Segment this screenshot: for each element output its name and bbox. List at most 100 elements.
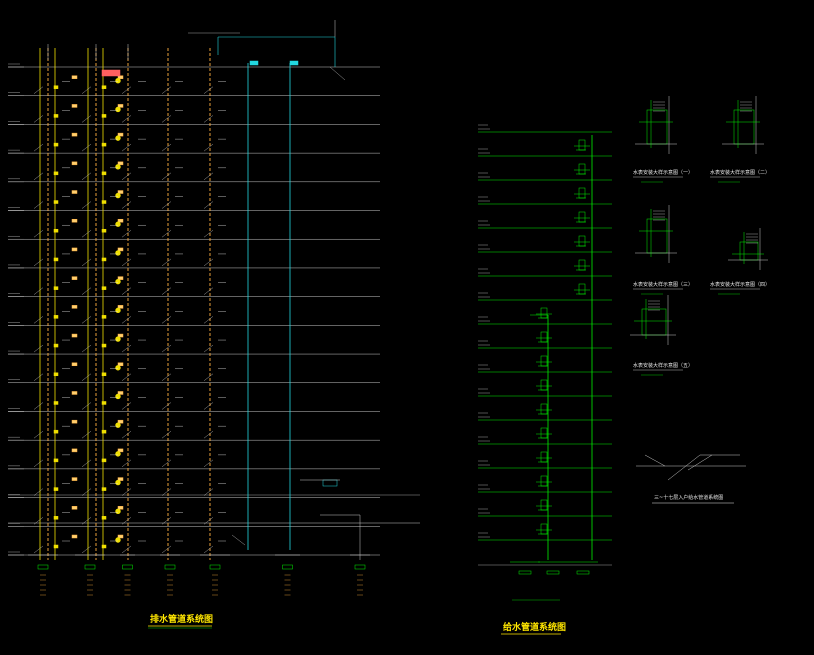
branch-pipe	[161, 287, 172, 295]
branch-pipe	[203, 230, 214, 238]
iso-branch	[667, 454, 701, 481]
detail-meter-box	[641, 308, 667, 336]
branch-pipe	[81, 86, 92, 94]
branch-pipe	[203, 431, 214, 439]
branch-pipe	[203, 344, 214, 353]
trap-circle	[115, 393, 121, 400]
entry-tag	[576, 570, 590, 575]
branch-pipe	[121, 402, 132, 410]
fixture-marker	[117, 534, 124, 539]
water-meter	[578, 259, 586, 271]
fixture-marker	[101, 343, 107, 348]
trap-circle	[115, 365, 121, 371]
branch-pipe	[161, 201, 172, 209]
branch-pipe	[33, 201, 44, 209]
trap-circle	[115, 336, 121, 342]
water-meter	[540, 307, 548, 319]
branch-pipe	[33, 431, 44, 439]
entry-isometric-caption: 三~十七层入户给水管道系统图	[654, 494, 723, 501]
fixture-marker	[53, 343, 59, 348]
fixture-marker	[117, 305, 124, 309]
fixture-marker	[71, 132, 78, 137]
roof-vent	[329, 66, 346, 81]
water-meter	[540, 475, 548, 487]
fixture-marker	[53, 85, 59, 89]
fixture-marker	[117, 247, 124, 252]
outlet-tag	[37, 564, 49, 570]
meter-detail-caption: 水表安装大样示意图（四）	[710, 281, 770, 288]
fixture-marker	[53, 114, 59, 118]
branch-pipe	[161, 373, 172, 381]
fixture-marker	[71, 362, 78, 367]
branch-pipe	[161, 316, 172, 324]
branch-pipe	[161, 459, 172, 468]
trap-circle	[115, 307, 121, 314]
outlet-tag	[164, 564, 176, 570]
drainage-system-title: 排水管道系统图	[150, 613, 213, 625]
meter-detail-caption: 水表安装大样示意图（五）	[633, 362, 693, 369]
fixture-marker	[117, 391, 124, 395]
fixture-marker	[117, 190, 124, 194]
detail-meter-box	[733, 109, 755, 145]
branch-pipe	[81, 258, 92, 267]
branch-pipe	[161, 143, 172, 152]
entry-isometric-lines	[636, 454, 746, 504]
fixture-marker	[117, 419, 124, 424]
fixture-marker	[117, 161, 124, 166]
branch-pipe	[121, 287, 132, 295]
iso-branch	[644, 454, 666, 467]
drainage-floor-lines	[8, 63, 420, 556]
branch-pipe	[81, 316, 92, 324]
trap-circle	[115, 221, 121, 227]
branch-pipe	[33, 258, 44, 267]
branch-pipe	[161, 172, 172, 180]
meter-detail-3: 水表安装大样示意图（三）	[633, 205, 693, 295]
meter-detail-2: 水表安装大样示意图（二）	[710, 96, 770, 183]
entry-isometric-drawing: 三~十七层入户给水管道系统图	[636, 454, 746, 504]
trap-circle	[115, 278, 121, 285]
branch-pipe	[33, 488, 44, 496]
fixture-marker	[117, 276, 124, 280]
water-meter	[540, 379, 548, 391]
fixture-marker	[71, 333, 78, 338]
branch-pipe	[161, 115, 172, 123]
fixture-marker	[71, 419, 78, 424]
fixture-marker	[71, 534, 78, 539]
branch-pipe	[81, 373, 92, 381]
branch-pipe	[161, 230, 172, 238]
trap-circle	[115, 164, 121, 170]
branch-pipe	[121, 344, 132, 353]
branch-pipe	[203, 488, 214, 496]
supply-risers	[530, 135, 593, 560]
trap-circle	[115, 508, 121, 514]
branch-pipe	[203, 545, 214, 554]
branch-pipe	[81, 488, 92, 496]
branch-pipe	[203, 143, 214, 152]
drainage-system-drawing: 排水管道系统图	[8, 20, 420, 629]
water-meter	[540, 331, 548, 343]
fixture-marker	[53, 401, 59, 405]
fixture-marker	[53, 315, 59, 319]
outlet-tag	[354, 564, 366, 570]
branch-pipe	[203, 115, 214, 123]
supply-entries	[510, 561, 598, 601]
branch-pipe	[121, 258, 132, 267]
branch-pipe	[33, 172, 44, 180]
fixture-marker	[71, 75, 78, 79]
drainage-risers	[39, 36, 336, 560]
branch-pipe	[33, 115, 44, 123]
water-meter	[578, 211, 586, 223]
detail-meter-box	[646, 218, 668, 254]
fixture-marker	[117, 448, 124, 453]
fixture-marker	[53, 228, 59, 233]
fixture-marker	[101, 544, 107, 549]
water-meter	[578, 283, 586, 295]
trap-circle	[115, 135, 121, 141]
branch-pipe	[203, 172, 214, 180]
meter-detail-caption: 水表安装大样示意图（二）	[710, 169, 770, 176]
supply-system-title: 给水管道系统图	[503, 621, 566, 633]
branch-pipe	[33, 545, 44, 554]
water-meter	[540, 523, 548, 535]
fixture-marker	[117, 362, 124, 367]
iso-branch	[687, 454, 713, 471]
